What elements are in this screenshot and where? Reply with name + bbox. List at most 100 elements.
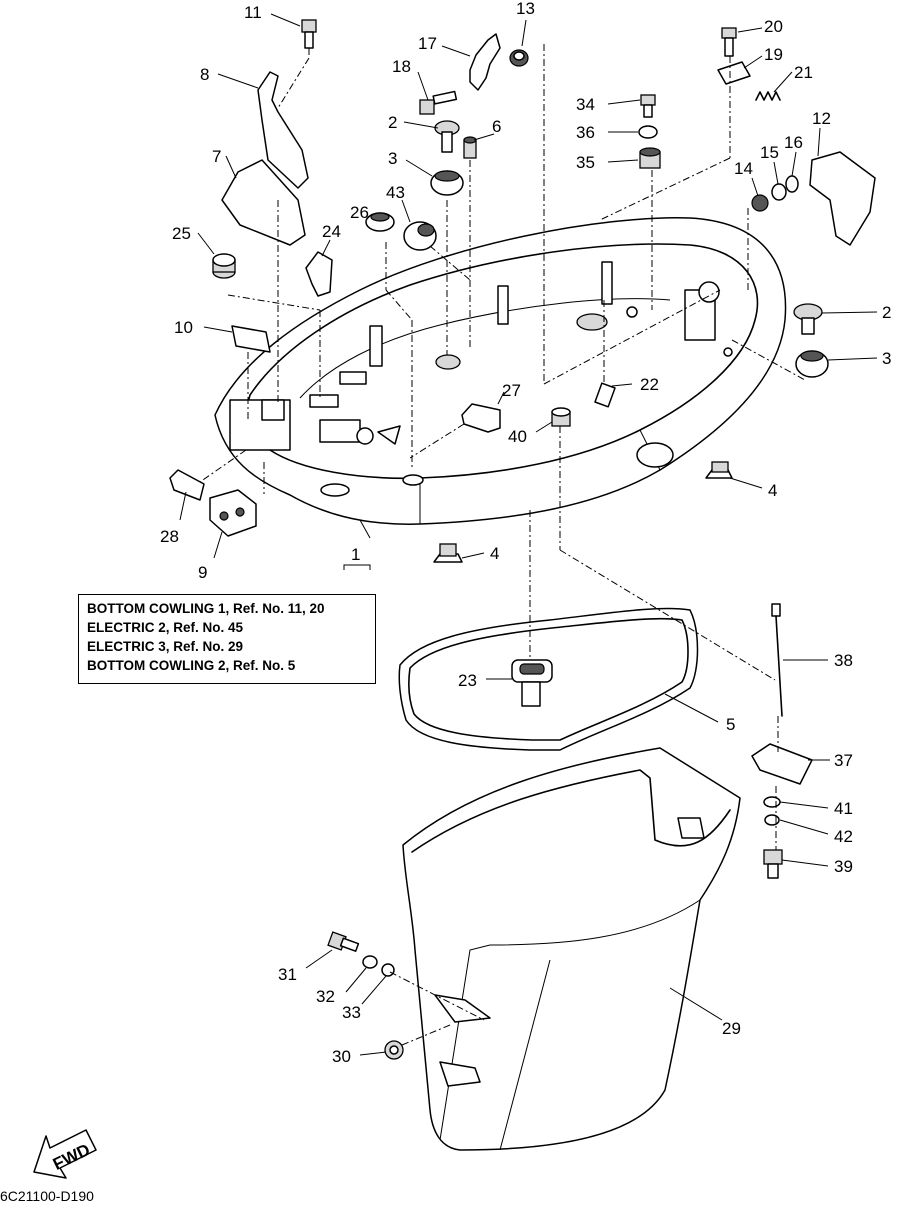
grommet-43 [403,221,437,251]
washer-41 [763,796,781,808]
callout-8: 8 [200,65,209,84]
grommet-3-upper [430,170,464,196]
callout-36: 36 [576,123,595,142]
callout-10: 10 [174,318,193,337]
callout-12: 12 [812,109,831,128]
leader-lines [179,13,878,1056]
callout-27: 27 [502,381,521,400]
screw-18 [419,90,458,115]
callout-13: 13 [516,0,535,18]
callout-17: 17 [418,34,437,53]
callout-34: 34 [576,95,595,114]
spring-21 [755,91,781,101]
callout-3-upper: 3 [388,149,397,168]
callout-40: 40 [508,427,527,446]
grommet-35 [639,147,661,169]
callout-18: 18 [392,57,411,76]
legend-line: ELECTRIC 3, Ref. No. 29 [87,639,244,654]
bracket-37 [751,743,813,785]
legend-line: ELECTRIC 2, Ref. No. 45 [87,620,244,635]
bracket-7 [221,159,306,246]
callout-numbers: 11 8 7 25 10 24 17 13 18 2 6 3 26 43 34 … [160,0,891,1066]
callout-6: 6 [492,117,501,136]
drawing-code: 6C21100-D190 [0,1188,94,1204]
legend-line: BOTTOM COWLING 1, Ref. No. 11, 20 [87,601,325,616]
grommet-28 [169,469,205,501]
grommet-13 [509,49,529,67]
washer-36 [638,125,658,139]
small-parts [169,19,876,1060]
bushing-14 [751,194,769,212]
alignment-lines [199,44,806,1046]
bracket-17 [469,33,501,91]
bolt-2-upper [434,120,460,153]
screw-34 [640,94,656,118]
washer-33 [381,963,395,977]
fitting-6 [463,136,477,159]
fwd-arrow: FWD [33,1129,97,1179]
legend-line: BOTTOM COWLING 2, Ref. No. 5 [87,658,296,673]
washer-42 [764,814,780,826]
clip-19 [717,61,751,85]
callout-7: 7 [212,147,221,166]
callout-29: 29 [722,1019,741,1038]
reference-legend: BOTTOM COWLING 1, Ref. No. 11, 20 ELECTR… [78,594,376,684]
nut-30 [384,1040,404,1060]
callout-22: 22 [640,375,659,394]
cap-40 [551,407,571,427]
handle-12 [809,151,876,246]
callout-3-right: 3 [882,349,891,368]
callout-41: 41 [834,799,853,818]
tie-38 [771,603,783,717]
callout-38: 38 [834,651,853,670]
callout-24: 24 [322,222,341,241]
block-9 [209,489,257,537]
washer-15 [771,183,787,201]
callout-39: 39 [834,857,853,876]
mount-4-right [705,461,733,479]
callout-32: 32 [316,987,335,1006]
oring-16 [785,175,799,193]
screw-20 [721,27,737,57]
grommet-3-right [795,350,829,378]
fitting-22 [594,382,616,408]
callout-43: 43 [386,183,405,202]
clip-24 [305,251,333,297]
nut-25 [212,253,236,279]
callout-35: 35 [576,153,595,172]
grommet-23 [511,659,553,707]
callout-15: 15 [760,143,779,162]
callout-37: 37 [834,751,853,770]
callout-33: 33 [342,1003,361,1022]
lower-cowling [402,747,741,1151]
bolt-39 [763,849,783,879]
callout-11: 11 [244,3,262,22]
callout-26: 26 [350,203,369,222]
callout-25: 25 [172,224,191,243]
callout-16: 16 [784,133,803,152]
bolt-2-right [793,303,823,335]
grommet-26 [365,212,395,232]
callout-5: 5 [726,715,735,734]
plate-10 [231,325,271,353]
callout-42: 42 [834,827,853,846]
callout-23: 23 [458,671,477,690]
bracket-8 [257,71,309,189]
callout-19: 19 [764,45,783,64]
mount-4-lower [433,543,463,563]
callout-2-right: 2 [882,303,891,322]
callout-2-upper: 2 [388,113,397,132]
bottom-cowling-tray [214,217,787,525]
callout-1: 1 [351,545,360,564]
callout-30: 30 [332,1047,351,1066]
callout-14: 14 [734,159,753,178]
callout-9: 9 [198,563,207,582]
callout-4-lower: 4 [490,544,499,563]
screw-31 [327,931,360,952]
callout-20: 20 [764,17,783,36]
callout-31: 31 [278,965,297,984]
callout-28: 28 [160,527,179,546]
callout-4-right: 4 [768,481,777,500]
washer-32 [362,955,378,969]
